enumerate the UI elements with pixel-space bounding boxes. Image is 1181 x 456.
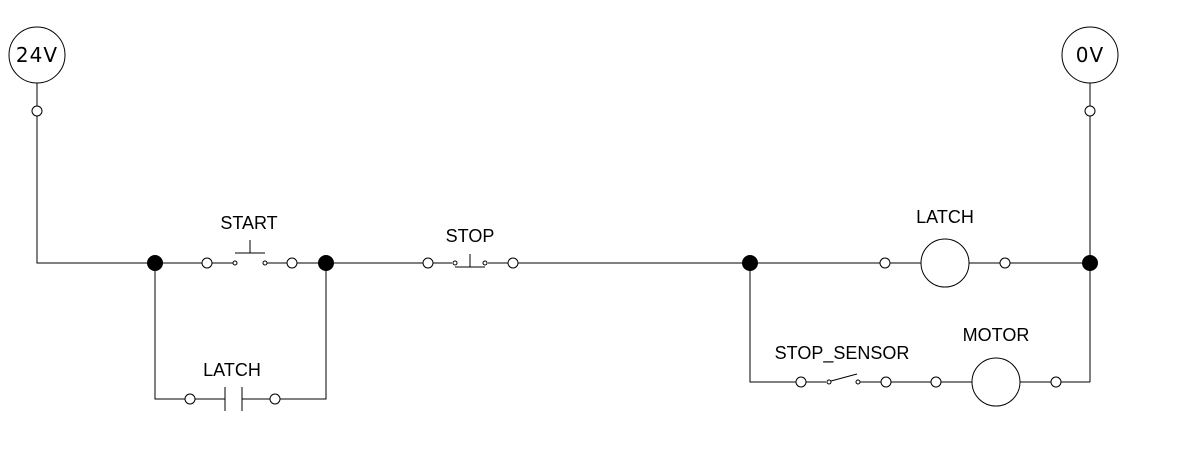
junction-node — [742, 255, 758, 271]
latch-contact: LATCH — [184, 360, 281, 411]
latch-contact-terminal-right — [269, 393, 281, 405]
stop-sensor-contact-right — [855, 379, 861, 385]
stop-sensor-contact-left — [826, 379, 832, 385]
supply-0v-terminal — [1084, 105, 1096, 117]
stop-label: STOP — [446, 226, 495, 246]
latch-contact-terminal-left — [184, 393, 196, 405]
wire-motor-branch-left — [749, 263, 796, 383]
motor-terminal-right — [1050, 376, 1062, 388]
latch-coil: LATCH — [879, 207, 1011, 288]
junction-node — [1082, 255, 1098, 271]
stop-sensor-switch: STOP_SENSOR — [775, 343, 910, 388]
motor-terminal-left — [930, 376, 942, 388]
stop-sensor-blade — [830, 373, 858, 382]
stop-sensor-terminal-left — [795, 376, 807, 388]
supply-0v-label: 0V — [1076, 43, 1104, 67]
supply-24v-label: 24V — [16, 43, 58, 67]
wire-left-rail — [36, 116, 155, 264]
latch-coil-label: LATCH — [916, 207, 974, 227]
wiring — [36, 116, 1091, 400]
motor-label: MOTOR — [963, 325, 1030, 345]
supply-24v-terminal — [31, 105, 43, 117]
start-pushbutton: START — [201, 213, 298, 269]
motor: MOTOR — [930, 325, 1062, 407]
motor-symbol — [971, 357, 1021, 407]
supply-24v: 24V — [8, 26, 66, 117]
stop-terminal-left — [422, 257, 434, 269]
wire-latch-branch-right — [280, 263, 327, 400]
junction-node — [318, 255, 334, 271]
stop-contact-right — [482, 260, 488, 266]
latch-coil-symbol — [920, 238, 970, 288]
start-label: START — [220, 213, 277, 233]
stop-pushbutton: STOP — [422, 226, 519, 269]
stop-sensor-terminal-right — [880, 376, 892, 388]
supply-0v: 0V — [1061, 26, 1119, 117]
wire-latch-branch-left — [154, 263, 185, 400]
latch-contact-label: LATCH — [203, 360, 261, 380]
start-contact-right — [262, 260, 268, 266]
stop-contact-left — [452, 260, 458, 266]
start-terminal-left — [201, 257, 213, 269]
junctions — [147, 255, 1098, 271]
latch-coil-terminal-left — [879, 257, 891, 269]
stop-sensor-label: STOP_SENSOR — [775, 343, 910, 364]
junction-node — [147, 255, 163, 271]
start-terminal-right — [286, 257, 298, 269]
latch-coil-terminal-right — [999, 257, 1011, 269]
start-contact-left — [232, 260, 238, 266]
stop-terminal-right — [507, 257, 519, 269]
